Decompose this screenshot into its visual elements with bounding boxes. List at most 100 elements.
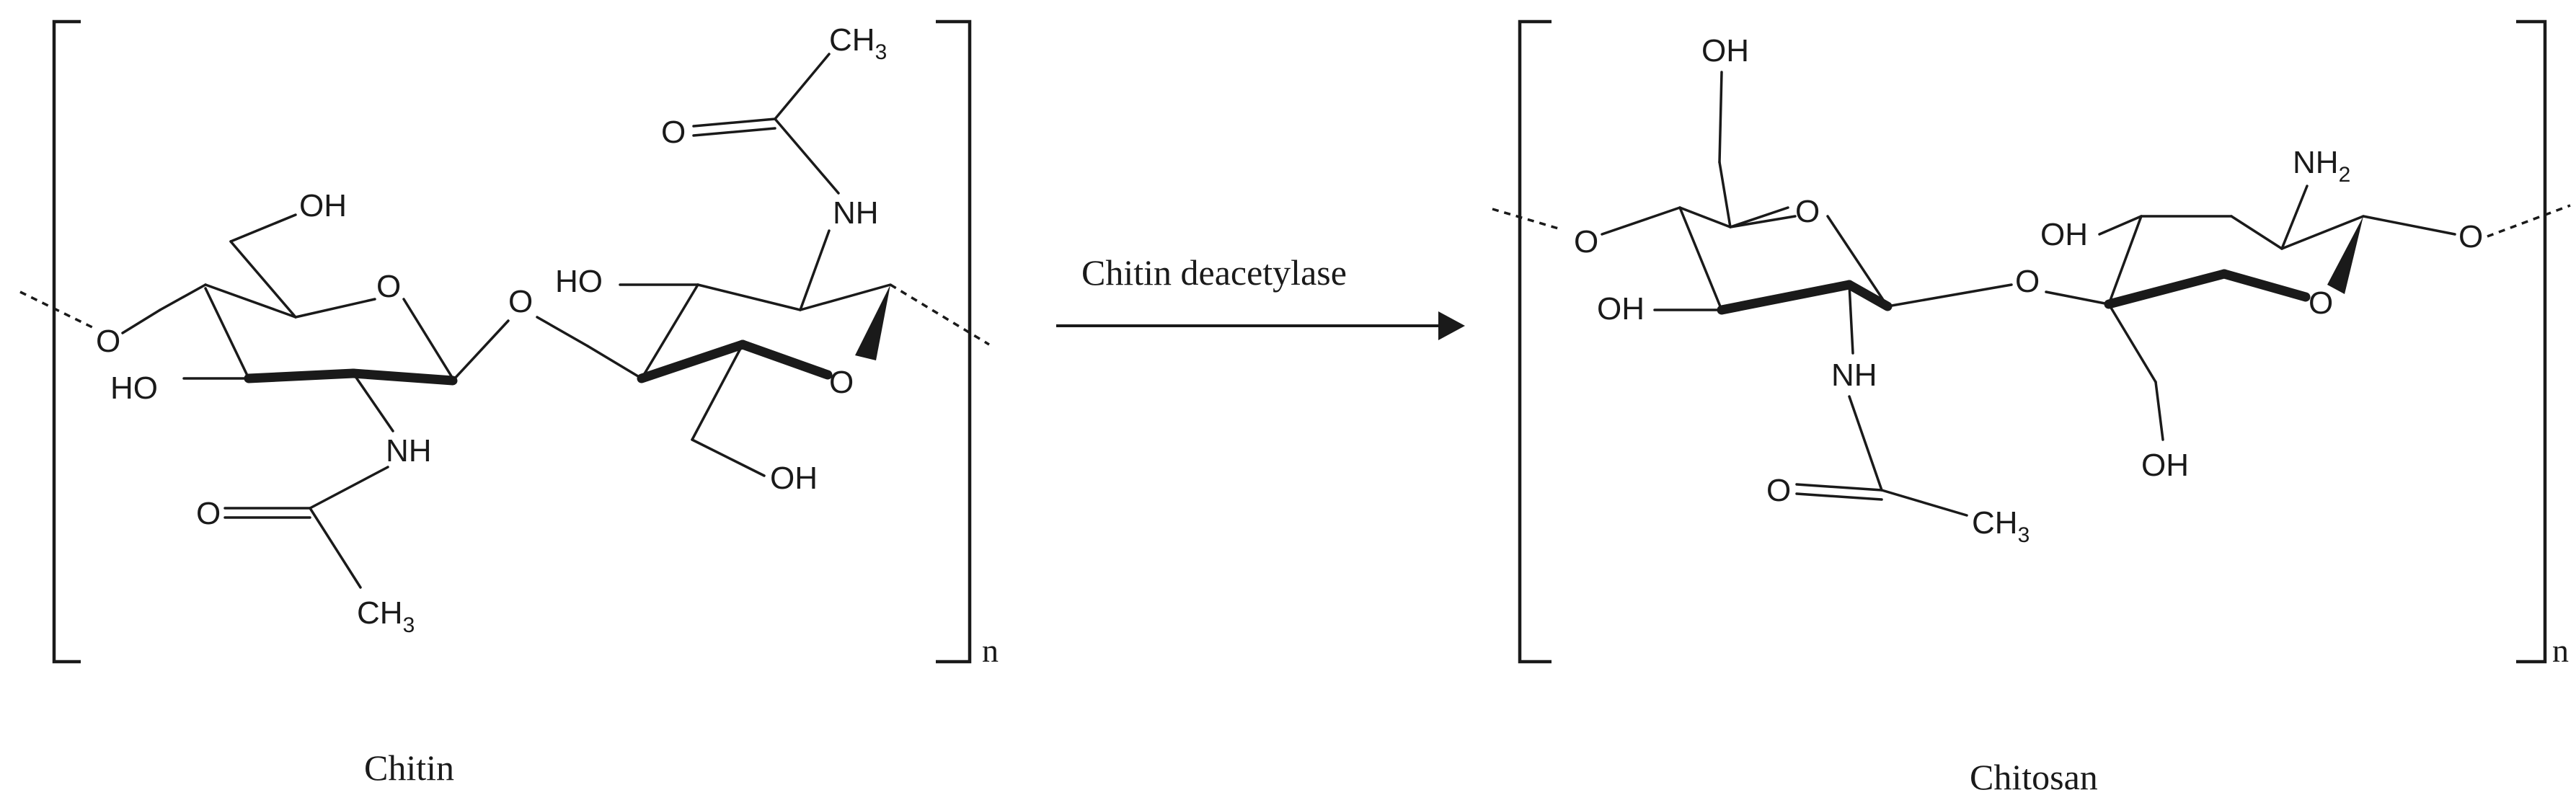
bond	[1880, 489, 1968, 517]
chitosan-nh2: NH2	[2293, 145, 2350, 187]
chitosan-nh: NH	[1831, 358, 1877, 393]
bond	[1848, 283, 1854, 355]
chitosan-right-bracket	[2516, 19, 2547, 664]
bond	[696, 283, 802, 311]
bond	[159, 283, 207, 311]
chitin-nh-right: NH	[833, 195, 879, 231]
arrow-label: Chitin deacetylase	[1081, 252, 1347, 293]
bond	[2230, 215, 2283, 250]
chitin-repeat-n: n	[982, 632, 999, 669]
chitosan-o-glyco: O	[2015, 264, 2040, 299]
chitosan-o-left-link: O	[1574, 224, 1598, 259]
bond	[774, 53, 831, 120]
bond	[204, 287, 250, 380]
bond	[309, 507, 362, 589]
bond	[1678, 206, 1723, 311]
bond	[1729, 215, 1797, 228]
chitosan-left-bracket	[1518, 19, 1552, 664]
bond	[229, 240, 297, 319]
chitin-o-glyco: O	[508, 284, 533, 319]
bond	[640, 283, 699, 380]
bond	[691, 438, 766, 477]
bond	[2107, 215, 2143, 306]
bond	[402, 298, 454, 380]
chitin-o-ring2: O	[829, 365, 854, 400]
bond	[2219, 269, 2311, 302]
bond	[536, 316, 589, 347]
bond	[586, 345, 643, 380]
chitosan-structure: n O O OH OH NH O CH3 O	[1492, 19, 2571, 797]
chitosan-oh-left: OH	[1597, 291, 1645, 327]
bond	[2154, 381, 2164, 441]
chitin-ch3-bottom: CH3	[357, 595, 415, 637]
bond	[799, 283, 892, 311]
chitin-caption: Chitin	[364, 747, 454, 788]
bond	[2045, 290, 2110, 306]
chitosan-oh-mid: OH	[2040, 217, 2088, 252]
chitin-right-link	[890, 283, 990, 346]
bond	[774, 117, 840, 195]
bond	[799, 229, 831, 311]
bond	[2107, 303, 2157, 383]
bond	[637, 339, 748, 383]
bond	[229, 213, 297, 243]
bond	[2280, 185, 2309, 250]
chitosan-o-carbonyl: O	[1766, 473, 1791, 508]
bond	[1601, 206, 1681, 236]
wedge-bond	[855, 285, 890, 360]
bond	[1848, 395, 1883, 492]
bond	[1826, 215, 1889, 308]
chitin-left-link	[19, 290, 94, 329]
bond	[2362, 215, 2456, 236]
bond	[1795, 483, 1883, 492]
bond	[204, 283, 297, 319]
bond	[2280, 215, 2365, 250]
chitosan-o-right-link: O	[2458, 219, 2483, 254]
chitosan-ch3: CH3	[1972, 505, 2030, 547]
wedge-bond	[2327, 216, 2363, 294]
bond	[451, 319, 510, 382]
chitosan-o-ring1: O	[1795, 194, 1820, 229]
bond	[1886, 283, 2013, 308]
chitin-right-bracket	[936, 19, 972, 664]
bond	[294, 298, 376, 319]
bond	[691, 343, 744, 441]
bond	[348, 368, 458, 386]
chitin-structure: n O O OH HO NH O CH3 O	[19, 19, 999, 788]
bond	[121, 308, 161, 334]
chitin-left-bracket	[52, 19, 81, 664]
bond	[1718, 71, 1723, 164]
bond	[1678, 206, 1732, 228]
arrow-head	[1438, 311, 1465, 340]
bond	[1729, 206, 1789, 228]
chitosan-oh-top: OH	[1701, 33, 1749, 68]
bond	[692, 127, 776, 137]
chitosan-repeat-n: n	[2552, 632, 2569, 669]
chitin-o-ring1: O	[376, 269, 401, 304]
bond	[1795, 492, 1883, 501]
bond	[1718, 161, 1732, 228]
bond	[309, 466, 389, 510]
chitin-oh-bottom: OH	[770, 461, 818, 496]
chitin-oh-top: OH	[299, 188, 347, 223]
chitin-o-left-link: O	[96, 324, 120, 359]
chitin-o-carbonyl2: O	[661, 115, 686, 150]
chitin-ho-right: HO	[555, 264, 603, 299]
chitosan-right-link	[2487, 204, 2571, 238]
chitosan-o-ring2: O	[2309, 285, 2333, 321]
bond	[244, 368, 358, 383]
chitosan-left-link	[1492, 208, 1562, 231]
bond	[692, 117, 776, 128]
chitin-ch3-top: CH3	[829, 22, 887, 64]
chitosan-oh-bottom: OH	[2141, 448, 2189, 483]
bond	[1844, 280, 1893, 311]
chitin-nh-left: NH	[386, 433, 432, 469]
bond	[1717, 280, 1854, 315]
bond	[2104, 269, 2229, 309]
reaction-arrow: Chitin deacetylase	[1056, 252, 1465, 340]
chitin-ho-left: HO	[110, 370, 158, 406]
chitosan-caption: Chitosan	[1970, 757, 2098, 797]
bond	[2098, 215, 2143, 236]
chitin-o-carbonyl1: O	[196, 496, 221, 531]
